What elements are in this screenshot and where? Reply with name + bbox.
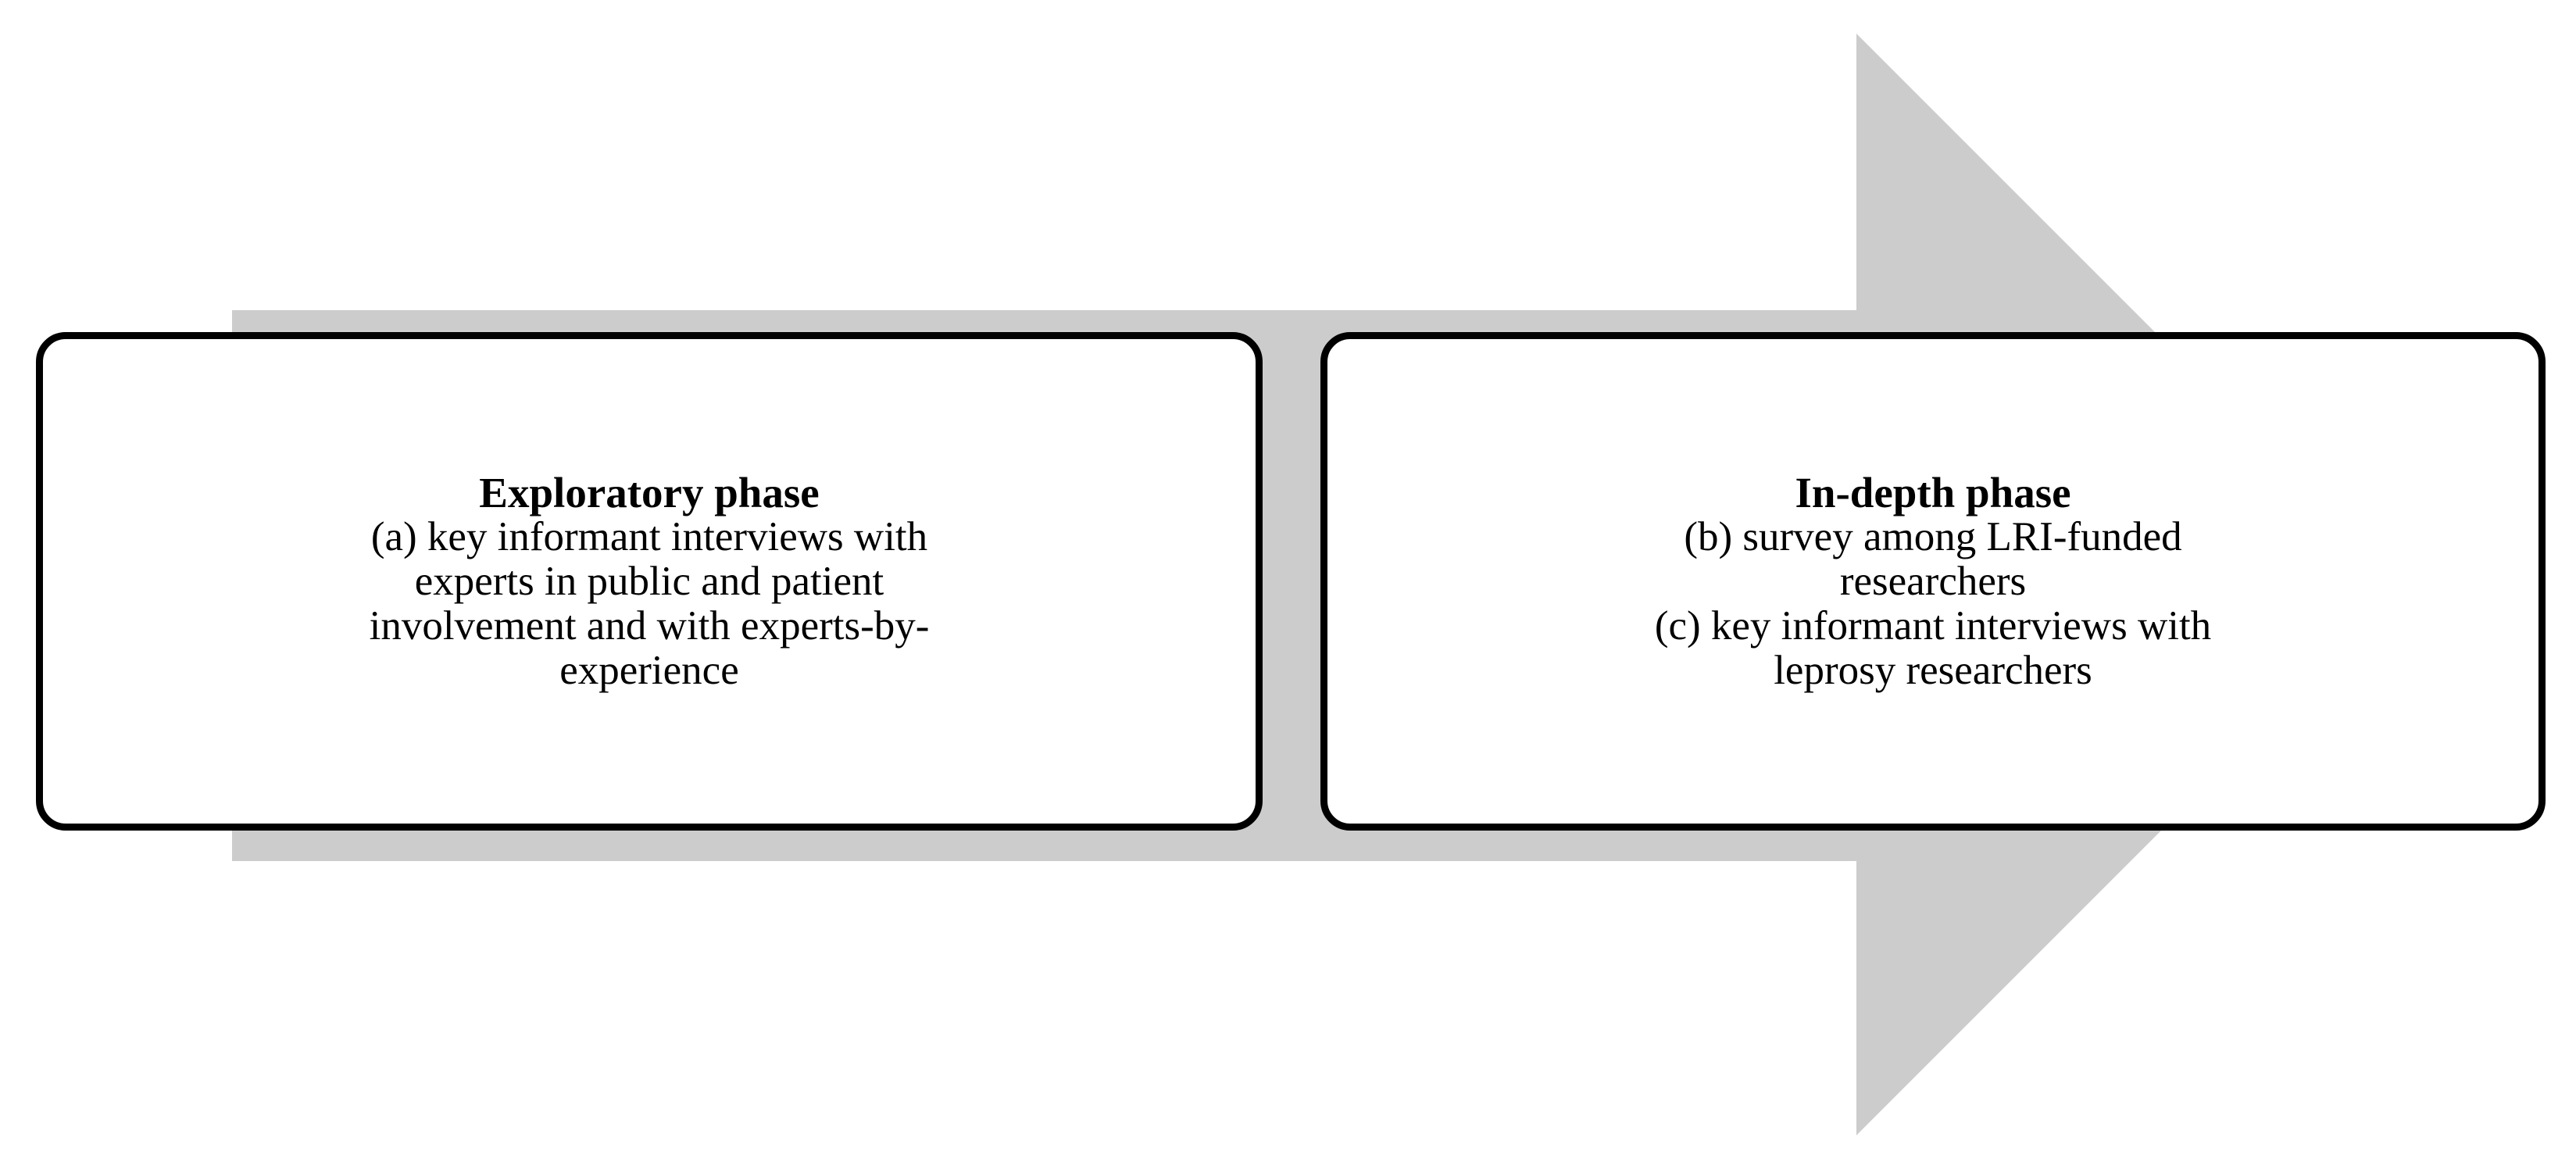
- phase-body-exploratory: (a) key informant interviews with expert…: [369, 513, 930, 693]
- phase-title-indepth: In-depth phase: [1795, 468, 2071, 516]
- phase-line: experience: [559, 647, 739, 693]
- phase-line: (a) key informant interviews with: [370, 513, 928, 559]
- phase-title-exploratory: Exploratory phase: [479, 468, 820, 516]
- phase-line: leprosy researchers: [1774, 647, 2092, 693]
- phase-line: involvement and with experts-by-: [369, 602, 930, 649]
- phase-line: experts in public and patient: [414, 558, 884, 604]
- phase-box-indepth[interactable]: In-depth phase (b) survey among LRI-fund…: [1320, 332, 2546, 831]
- right-arrow-shape: [232, 34, 2407, 1135]
- phase-line: (c) key informant interviews with: [1654, 602, 2212, 649]
- phase-line: (b) survey among LRI-funded: [1684, 513, 2182, 559]
- phase-body-indepth: (b) survey among LRI-funded researchers …: [1654, 513, 2212, 693]
- phase-line: researchers: [1839, 558, 2027, 604]
- phase-box-exploratory[interactable]: Exploratory phase (a) key informant inte…: [36, 332, 1263, 831]
